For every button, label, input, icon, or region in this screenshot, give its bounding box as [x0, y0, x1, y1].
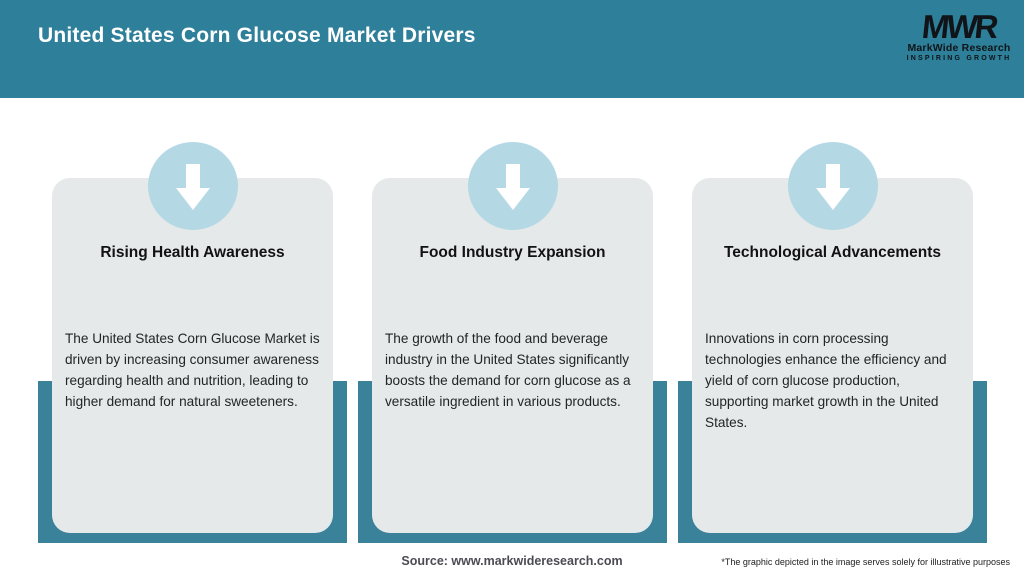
card-description: The United States Corn Glucose Market is…: [65, 331, 320, 409]
logo-name: MarkWide Research: [907, 42, 1011, 54]
page-title: United States Corn Glucose Market Driver…: [38, 24, 476, 47]
header-bar: United States Corn Glucose Market Driver…: [0, 0, 1024, 98]
down-arrow-icon: [467, 142, 558, 230]
driver-card-food-industry-expansion: Food Industry Expansion The growth of th…: [372, 142, 653, 533]
down-arrow-icon: [147, 142, 238, 230]
source-text: Source: www.markwideresearch.com: [401, 554, 623, 568]
card-description: Innovations in corn processing technolog…: [705, 331, 947, 430]
driver-card-rising-health-awareness: Rising Health Awareness The United State…: [52, 142, 333, 533]
disclaimer-text: *The graphic depicted in the image serve…: [721, 557, 1010, 567]
card-title: Food Industry Expansion: [419, 244, 606, 261]
markwide-research-logo: MWR MarkWide Research INSPIRING GROWTH: [904, 8, 1014, 62]
driver-card-technological-advancements: Technological Advancements Innovations i…: [692, 142, 973, 533]
card-description: The growth of the food and beverage indu…: [385, 331, 631, 409]
logo-tagline: INSPIRING GROWTH: [906, 55, 1012, 62]
card-title: Rising Health Awareness: [100, 244, 285, 261]
down-arrow-icon: [787, 142, 878, 230]
logo-monogram: MWR: [920, 8, 998, 45]
card-title: Technological Advancements: [723, 244, 942, 261]
